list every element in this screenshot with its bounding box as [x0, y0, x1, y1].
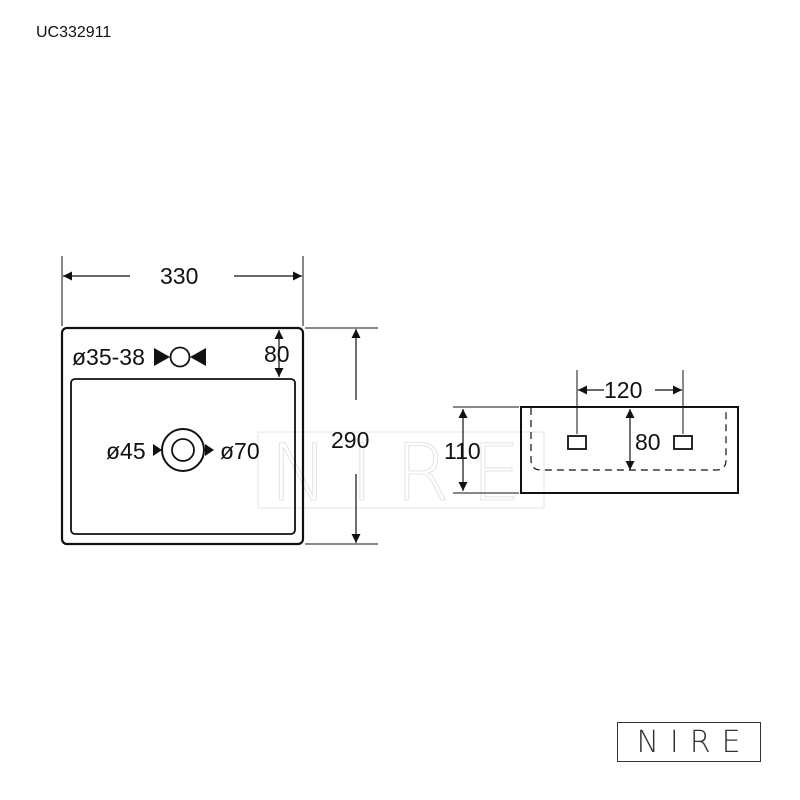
drain-inner-label: ø45: [106, 438, 146, 464]
top-view: [60, 256, 378, 546]
drain-inner: [171, 438, 195, 462]
product-code: UC332911: [36, 24, 112, 41]
brand-logo: NIRE: [617, 722, 761, 762]
svg-text:NIRE: NIRE: [270, 429, 543, 519]
overflow-slot-right: [673, 435, 693, 450]
side-view: [453, 370, 739, 494]
tap-arrow-right: [190, 348, 206, 366]
spacing-label: 120: [604, 377, 642, 403]
tap-hole: [169, 346, 191, 368]
tap-arrow-left: [154, 348, 170, 366]
hidden-bowl: [530, 408, 727, 471]
drain-outer-label: ø70: [220, 438, 260, 464]
tap-hole-label: ø35-38: [72, 344, 145, 370]
basin-outline: [60, 326, 305, 546]
watermark: NIRE: [257, 429, 545, 520]
drain-arrow-right: [205, 444, 214, 456]
basin-bowl: [70, 378, 296, 535]
tap-offset-label: 80: [264, 341, 290, 367]
overflow-slot-left: [567, 435, 587, 450]
depth-label: 290: [331, 427, 369, 453]
drain-outer: [161, 428, 205, 472]
overflow-height-label: 80: [635, 429, 661, 455]
width-label: 330: [160, 263, 198, 289]
height-label: 110: [444, 438, 481, 464]
brand-logo-text: NIRE: [636, 724, 752, 760]
drain-arrow-left: [153, 444, 162, 456]
side-outline: [520, 406, 739, 494]
